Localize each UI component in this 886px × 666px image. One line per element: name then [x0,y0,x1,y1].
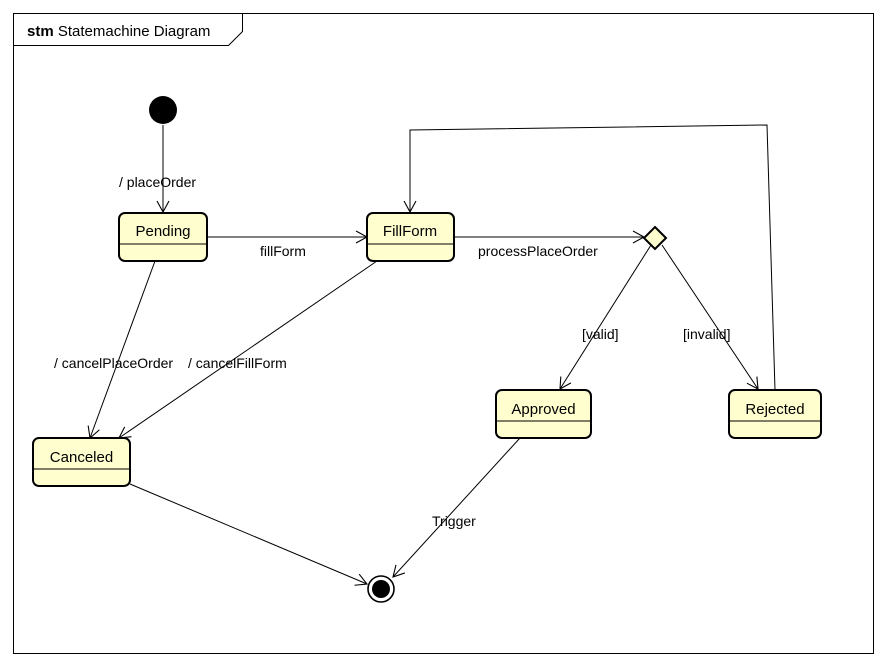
frame-keyword: stm [27,23,54,40]
diagram-frame [13,13,874,654]
choice-node[interactable] [642,225,668,251]
transition-choice-to-approved[interactable] [559,244,652,390]
initial-node[interactable] [149,96,177,124]
state-pending-label: Pending [135,223,190,240]
frame-title-tab [13,13,243,46]
label-cancel-place-order: / cancelPlaceOrder [54,355,173,371]
transition-canceled-to-final[interactable] [129,483,369,586]
transition-approved-to-final[interactable] [392,437,521,578]
state-approved-label: Approved [511,401,575,418]
label-valid: [valid] [582,326,619,342]
state-rejected[interactable]: Rejected [728,389,822,439]
state-rejected-label: Rejected [745,401,804,418]
transition-choice-to-rejected[interactable] [661,244,759,390]
final-node[interactable] [367,575,395,603]
state-canceled-label: Canceled [50,449,113,466]
label-trigger: Trigger [432,513,476,529]
label-invalid: [invalid] [683,326,730,342]
label-place-order: / placeOrder [119,174,196,190]
label-fill-form: fillForm [260,243,306,259]
state-fillform[interactable]: FillForm [366,212,455,262]
transition-rejected-to-fillform[interactable] [403,124,776,391]
label-process-place-order: processPlaceOrder [478,243,598,259]
transitions [87,124,776,586]
label-cancel-fill-form: / cancelFillForm [188,355,287,371]
frame-title: stm Statemachine Diagram [27,23,210,40]
transition-fillform-to-canceled[interactable] [118,260,378,439]
state-approved[interactable]: Approved [495,389,592,439]
frame-title-text: Statemachine Diagram [58,23,211,40]
state-fillform-label: FillForm [383,223,437,240]
state-canceled[interactable]: Canceled [32,437,131,487]
transition-pending-to-canceled[interactable] [87,260,156,440]
state-pending[interactable]: Pending [118,212,208,262]
